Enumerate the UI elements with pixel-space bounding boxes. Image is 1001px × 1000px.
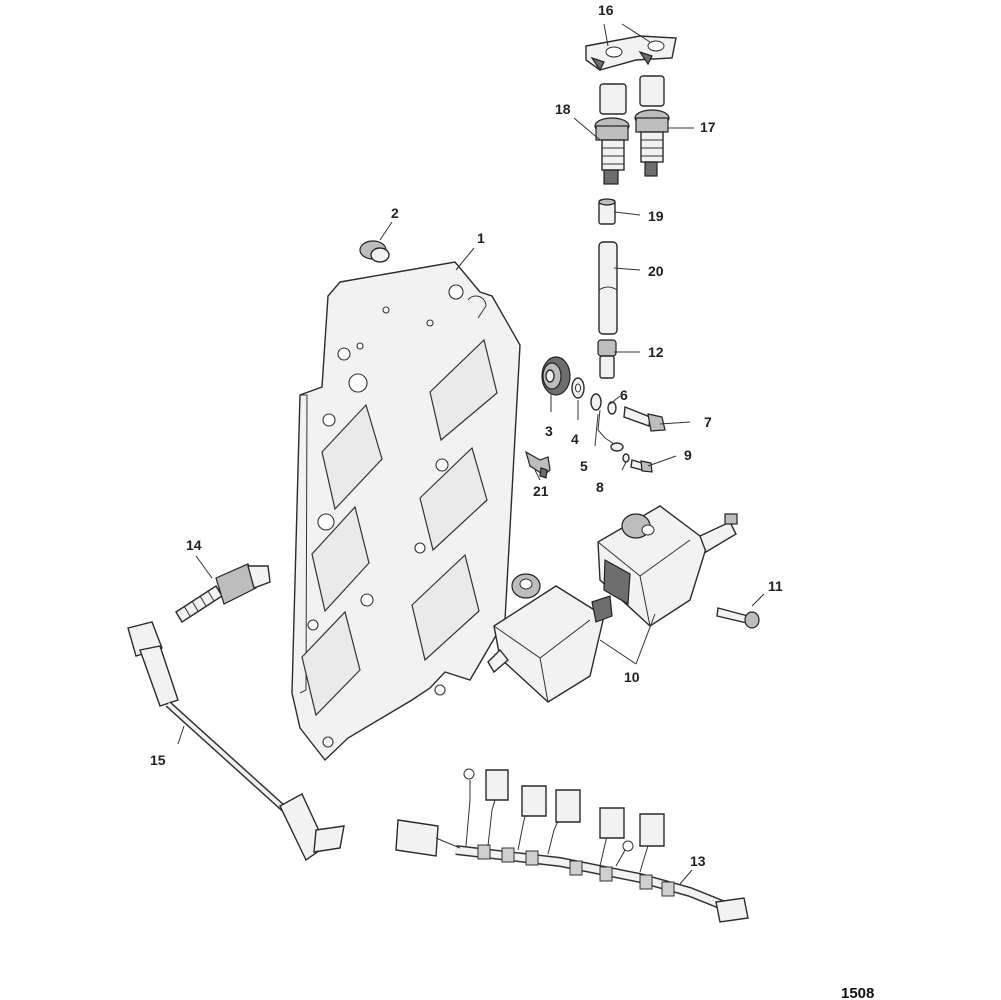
callout-6: 6 xyxy=(620,387,628,403)
small-bolt xyxy=(630,459,653,473)
callout-1: 1 xyxy=(477,230,485,246)
wiring-harness xyxy=(395,768,749,923)
leader-lines xyxy=(177,23,765,885)
spark-plug-wire xyxy=(127,621,345,862)
figure-number: 1508 xyxy=(841,985,874,1000)
callout-21: 21 xyxy=(533,483,549,499)
sensor-left xyxy=(594,83,630,185)
coil-bolt xyxy=(716,607,760,629)
callout-14: 14 xyxy=(186,537,202,553)
callout-12: 12 xyxy=(648,344,664,360)
ground-strap xyxy=(590,393,630,463)
sensor-clips xyxy=(585,35,677,72)
callout-labels: 1 2 3 4 5 6 7 8 9 10 11 12 13 14 15 16 1… xyxy=(150,2,783,869)
callout-3: 3 xyxy=(545,423,553,439)
callout-18: 18 xyxy=(555,101,571,117)
hose-fittings xyxy=(597,198,618,379)
callout-2: 2 xyxy=(391,205,399,221)
callout-8: 8 xyxy=(596,479,604,495)
ignition-coil-upper xyxy=(597,505,738,627)
mounting-plate xyxy=(291,261,521,762)
callout-7: 7 xyxy=(704,414,712,430)
callout-11: 11 xyxy=(768,578,783,594)
washer xyxy=(571,377,585,399)
callout-9: 9 xyxy=(684,447,692,463)
callout-16: 16 xyxy=(598,2,614,18)
callout-17: 17 xyxy=(700,119,716,135)
rubber-grommet xyxy=(541,356,571,396)
callout-4: 4 xyxy=(571,431,579,447)
grommet xyxy=(359,240,390,263)
callout-5: 5 xyxy=(580,458,588,474)
callout-19: 19 xyxy=(648,208,664,224)
callout-15: 15 xyxy=(150,752,166,768)
callout-20: 20 xyxy=(648,263,664,279)
callout-10: 10 xyxy=(624,669,640,685)
ignition-coil-lower xyxy=(487,573,613,703)
spark-plug xyxy=(175,563,271,623)
bolt xyxy=(623,406,666,432)
callout-13: 13 xyxy=(690,853,706,869)
sensor-right xyxy=(634,75,670,177)
push-clip xyxy=(525,450,551,479)
